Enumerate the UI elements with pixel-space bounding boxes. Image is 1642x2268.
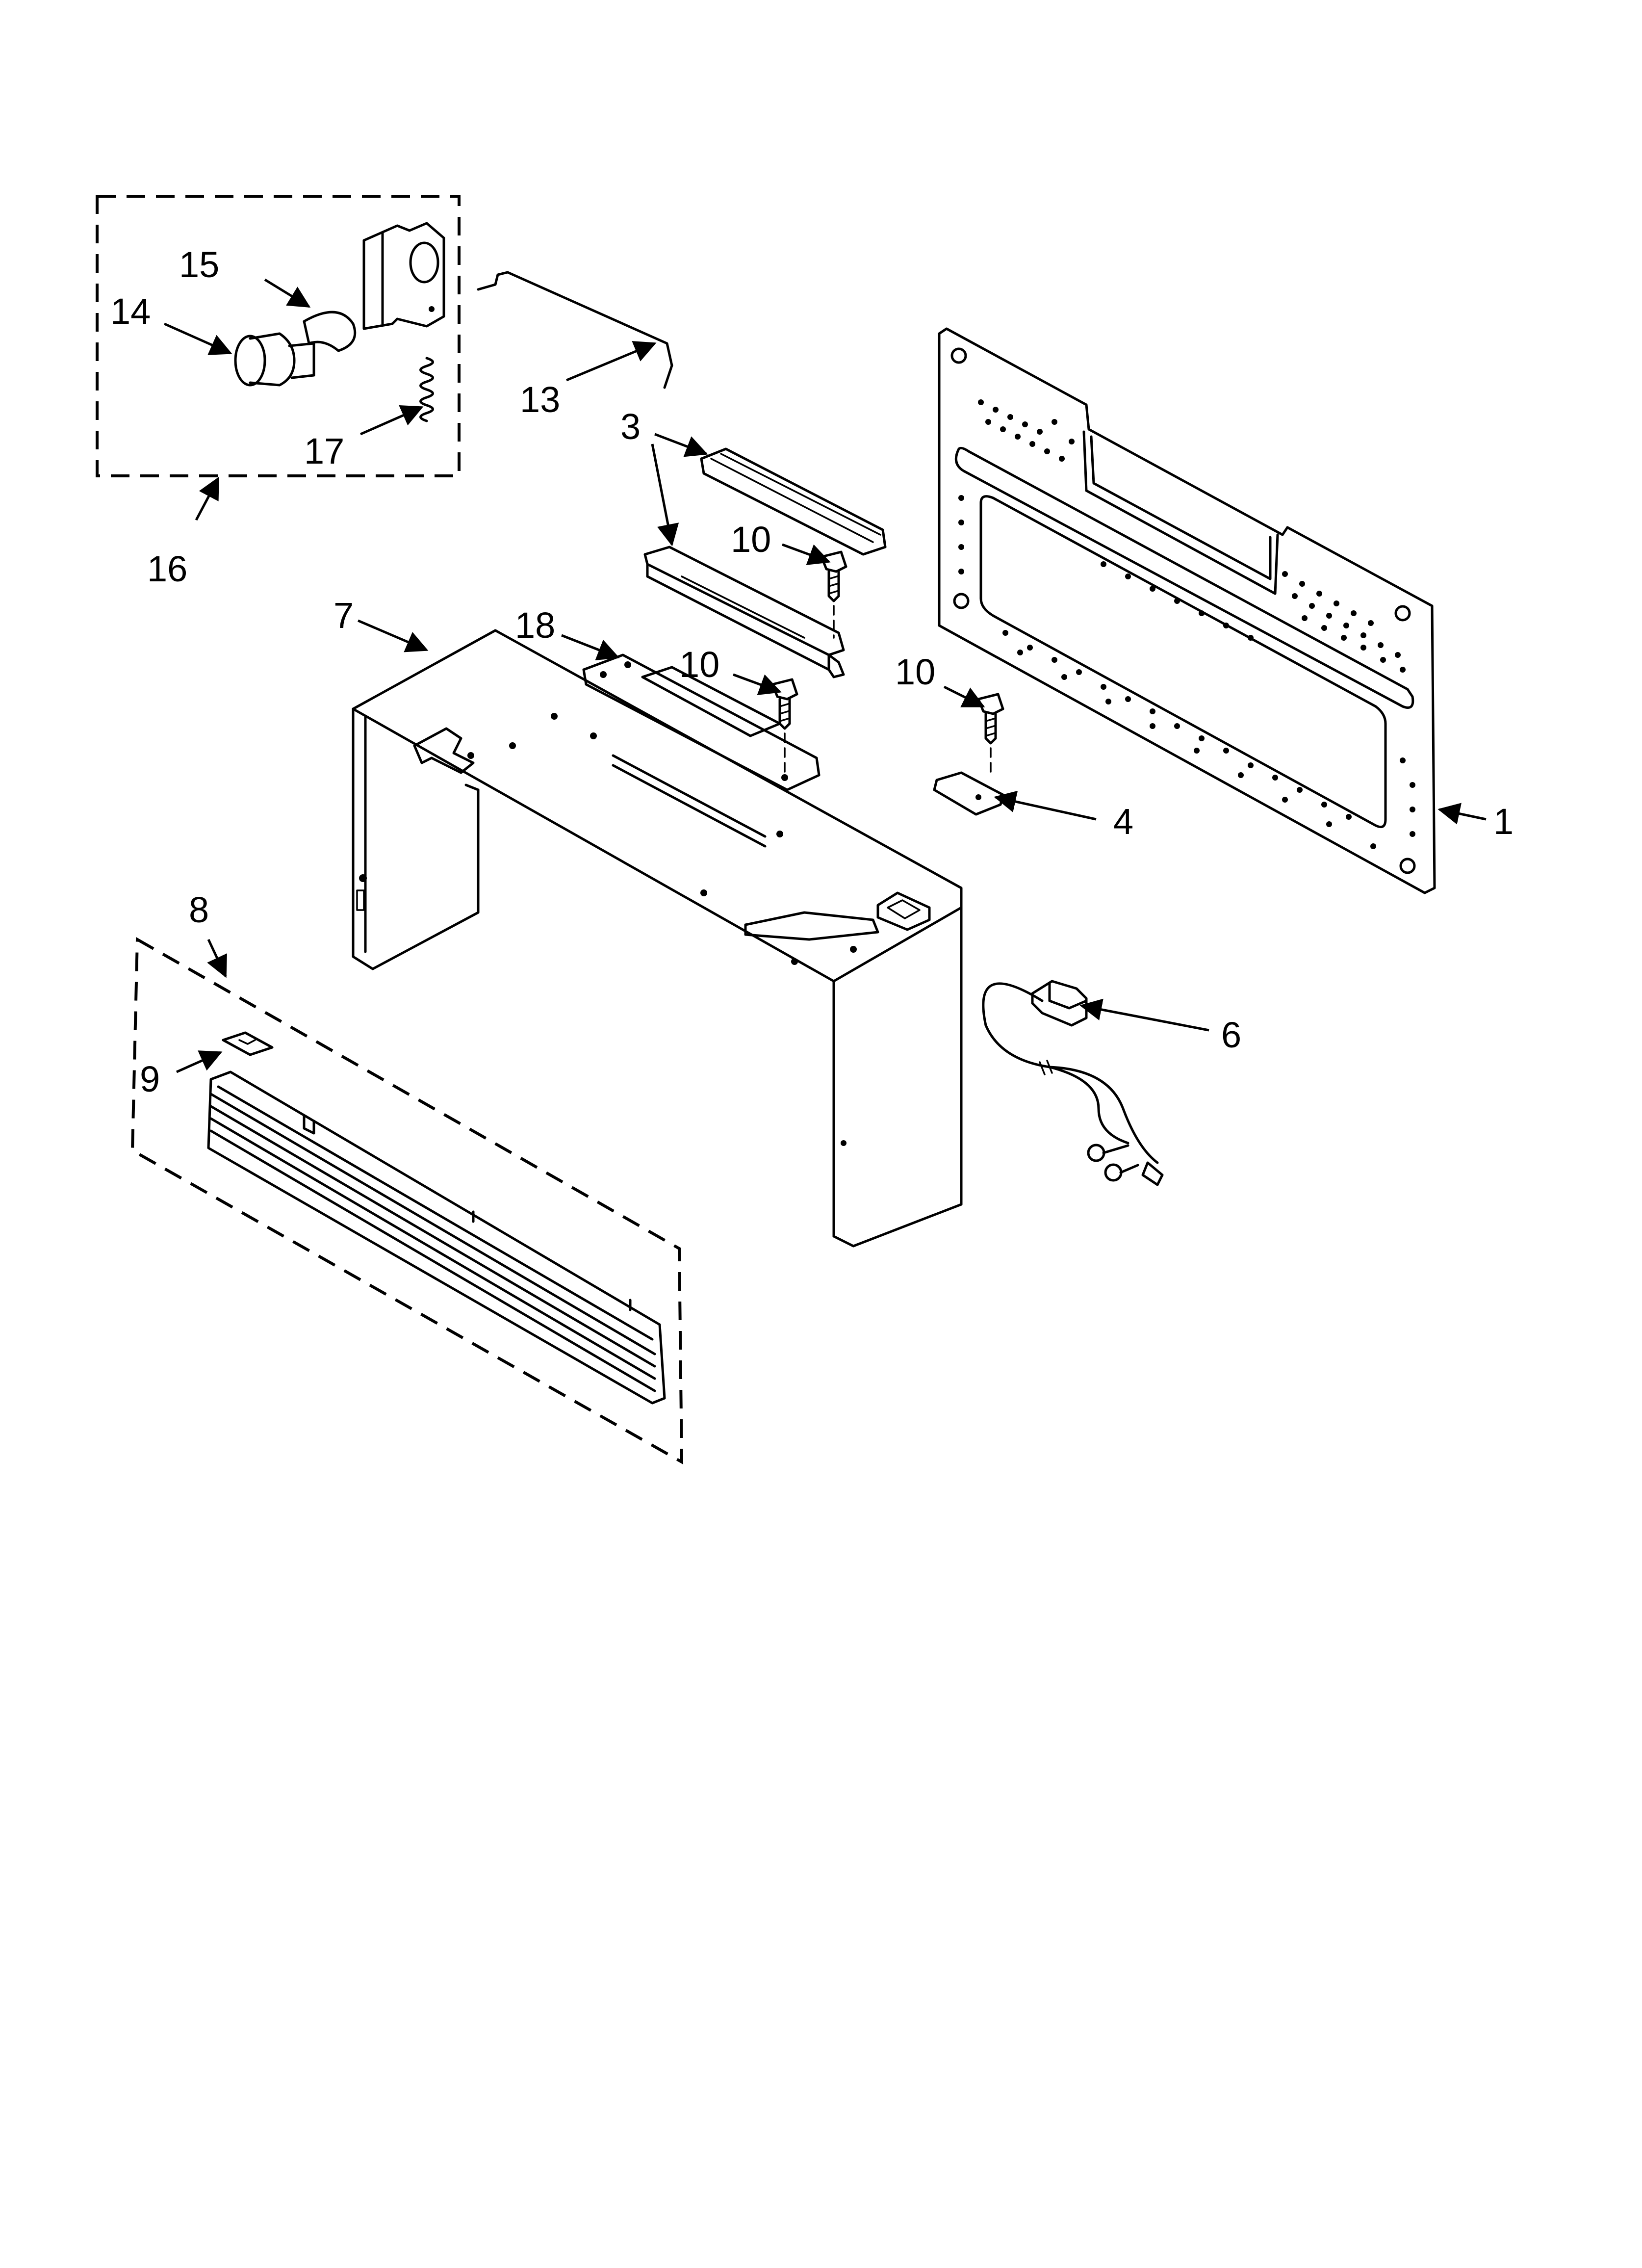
part-18-plate [582, 653, 821, 791]
callout-9: 9 [140, 1059, 160, 1099]
callout-6: 6 [1221, 1015, 1241, 1055]
callout-3: 3 [620, 406, 641, 447]
part-15-clip [303, 311, 357, 352]
part-4-clip [933, 771, 1004, 816]
part-3-lower-channel [643, 546, 845, 678]
callout-10-right: 10 [895, 652, 935, 692]
part-6-switch-harness [982, 980, 1164, 1186]
part-17-spring [419, 357, 434, 422]
part-14-knob [234, 332, 315, 387]
callout-7: 7 [334, 595, 354, 636]
callout-14: 14 [110, 291, 151, 332]
part-8-grille [207, 1070, 666, 1405]
callout-16: 16 [147, 548, 187, 589]
part-16-bracket [362, 222, 445, 330]
part-1-mounting-plate [938, 327, 1436, 894]
callout-15: 15 [179, 244, 219, 285]
callout-10-middle: 10 [679, 644, 719, 685]
callout-13: 13 [520, 379, 560, 420]
part-10-screw-a [820, 550, 847, 639]
assembly-8-group-box [130, 937, 684, 1465]
part-13-rod [477, 271, 673, 389]
callout-leaders [163, 278, 1487, 1073]
part-3-top-channel [700, 447, 887, 556]
callout-18: 18 [515, 605, 555, 646]
callout-4: 4 [1113, 801, 1133, 842]
part-10-screw-c [977, 693, 1004, 776]
assembly-16-group-box [96, 195, 461, 477]
callout-1: 1 [1493, 801, 1514, 842]
part-9-clip [222, 1031, 274, 1056]
part-10-screw-b [771, 678, 798, 781]
callout-8: 8 [189, 889, 209, 930]
part-7-cabinet [352, 629, 963, 1248]
callout-labels: 15 14 17 16 13 3 10 7 18 10 10 4 1 6 8 9 [110, 244, 1514, 1099]
callout-17: 17 [304, 431, 344, 471]
callout-10-upper: 10 [731, 519, 771, 560]
plate-perforations [958, 399, 1415, 849]
